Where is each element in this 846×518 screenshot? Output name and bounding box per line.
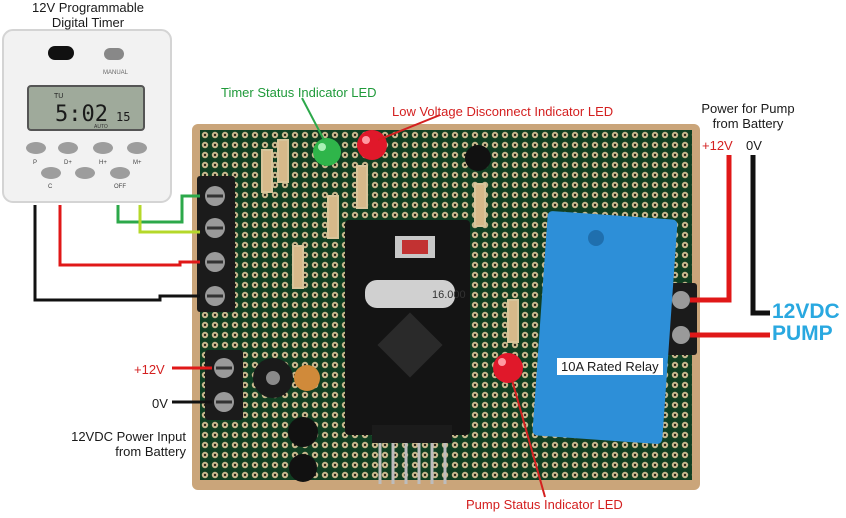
pump-power-line2: from Battery [712, 116, 784, 131]
pump-power-line1: Power for Pump [701, 101, 795, 116]
pump-wires [690, 155, 770, 338]
capacitors [253, 358, 320, 482]
pump-status-led [493, 353, 523, 383]
pump-label-line1: 12VDC [772, 300, 840, 323]
pump-plus-label: +12V [702, 138, 733, 153]
power-input-terminal [205, 350, 243, 420]
power-input-line2: from Battery [115, 444, 186, 459]
power-input-label: 12VDC Power Input from Battery [40, 429, 186, 459]
power-input-line1: 12VDC Power Input [71, 429, 186, 444]
pump-zero-label: 0V [746, 138, 762, 153]
input-plus-label: +12V [134, 362, 165, 377]
timer-btn-m: M+ [133, 160, 142, 166]
timer-title-line1: 12V Programmable [32, 0, 144, 15]
timer-time: 5:02 [55, 102, 108, 127]
transistor [465, 145, 491, 171]
arduino-board: 16.000 [345, 220, 470, 484]
input-zero-label: 0V [152, 396, 168, 411]
input-wires [172, 366, 212, 404]
timer-title: 12V Programmable Digital Timer [2, 0, 174, 30]
low-voltage-led-label: Low Voltage Disconnect Indicator LED [392, 104, 614, 119]
timer-btn-c: C [48, 184, 53, 190]
digital-timer: MANUAL TU 5:02 15 AUTO P D+ H+ M+ C OFF [2, 29, 172, 203]
relay [532, 211, 678, 444]
pump-power-label: Power for Pump from Battery [688, 101, 808, 131]
pump-terminal [665, 283, 697, 355]
timer-terminal-block [197, 176, 235, 312]
resistors [261, 139, 519, 343]
timer-btn-d: D+ [64, 160, 72, 166]
relay-label: 10A Rated Relay [557, 358, 663, 375]
crystal-label: 16.000 [432, 289, 466, 301]
pump-status-led-label: Pump Status Indicator LED [466, 497, 623, 512]
timer-status-led-label: Timer Status Indicator LED [221, 85, 377, 100]
timer-tag: TU [54, 93, 63, 100]
timer-btn-h: H+ [99, 160, 107, 166]
timer-btn-off: OFF [114, 184, 126, 190]
pump-label-line2: PUMP [772, 322, 833, 345]
timer-sub: AUTO [94, 124, 108, 130]
low-voltage-led [357, 130, 387, 160]
timer-title-line2: Digital Timer [51, 15, 125, 30]
timer-seconds: 15 [116, 110, 130, 124]
timer-status-led [313, 138, 341, 166]
leader-lines [301, 97, 546, 498]
manual-label: MANUAL [103, 70, 129, 76]
timer-btn-p: P [33, 160, 37, 166]
timer-wires [33, 194, 200, 302]
